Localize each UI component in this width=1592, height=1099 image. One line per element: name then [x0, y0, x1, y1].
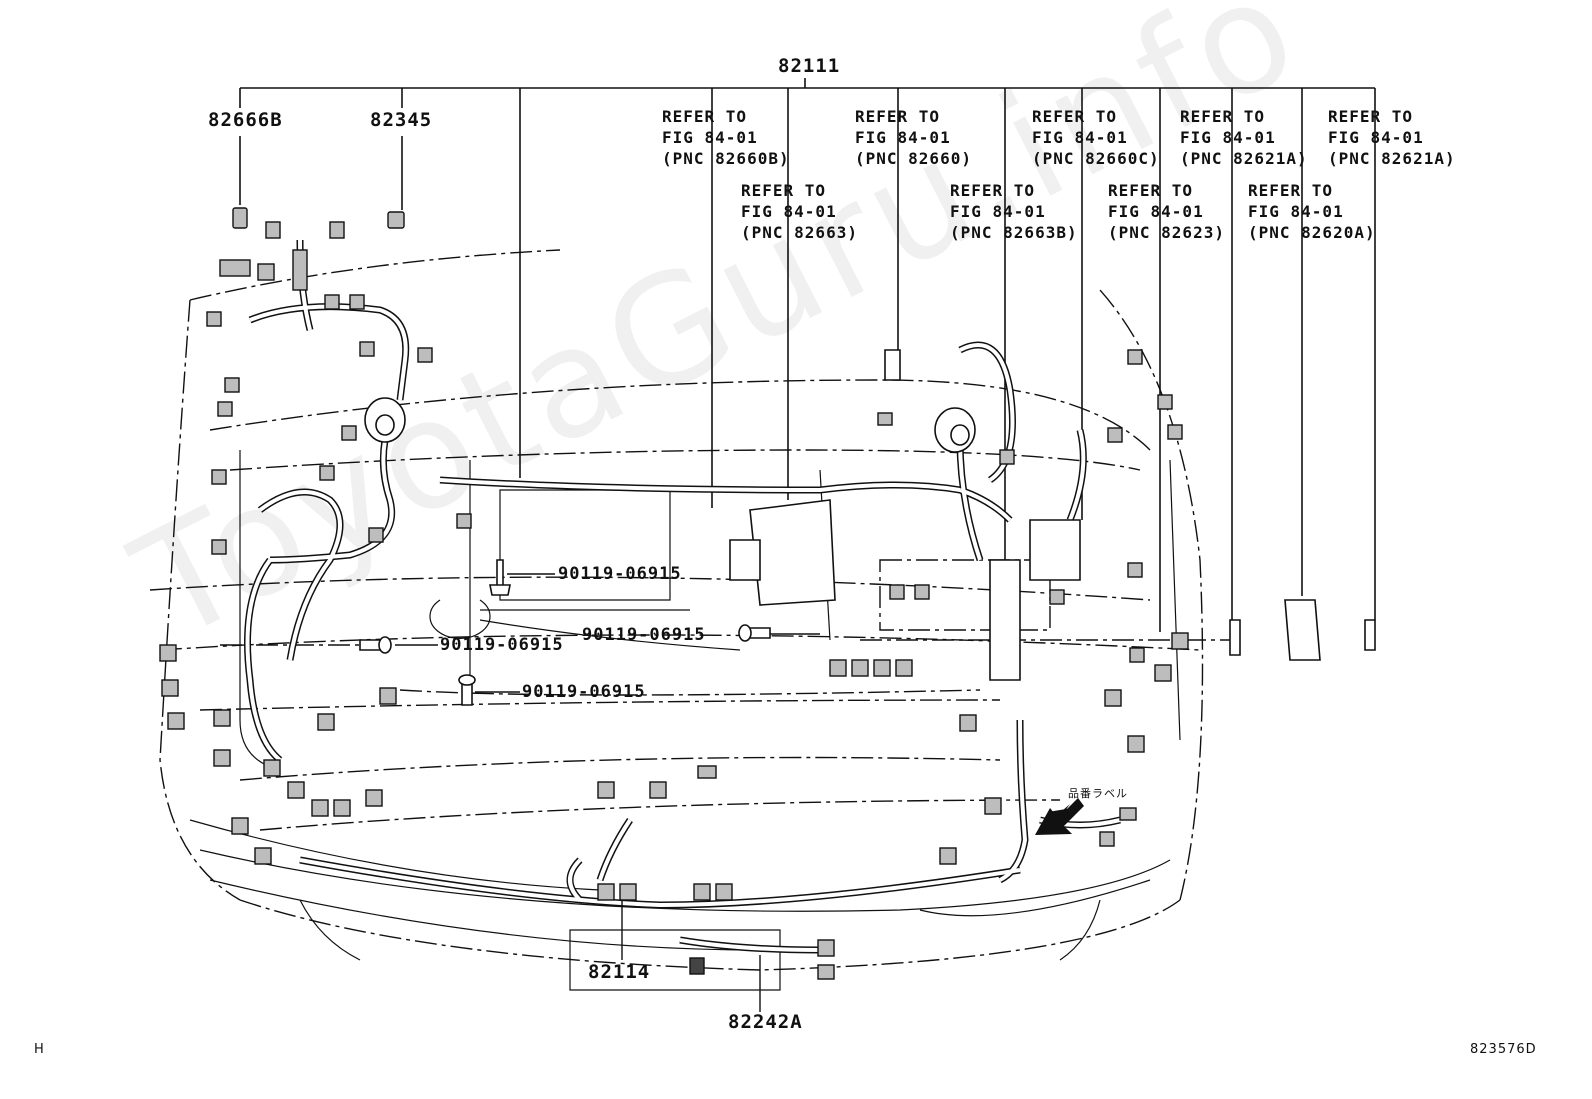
bolt-label-3: 90119-06915: [440, 635, 564, 655]
bolt-label-1: 90119-06915: [558, 564, 682, 584]
refer-note-82663b: REFER TO FIG 84-01 (PNC 82663B): [950, 181, 1078, 242]
arrow-indicator: [1035, 798, 1084, 835]
refer-note-82660b: REFER TO FIG 84-01 (PNC 82660B): [662, 107, 790, 168]
refer-note-82621a-left: REFER TO FIG 84-01 (PNC 82621A): [1180, 107, 1308, 168]
bolt-label-2: 90119-06915: [582, 625, 706, 645]
part-number-label-note: 品番ラベル: [1068, 787, 1128, 800]
refer-note-82663: REFER TO FIG 84-01 (PNC 82663): [741, 181, 858, 242]
refer-note-82621a-right: REFER TO FIG 84-01 (PNC 82621A): [1328, 107, 1456, 168]
part-number-82114: 82114: [588, 961, 651, 983]
corner-code-left: H: [34, 1042, 45, 1057]
refer-note-82620a: REFER TO FIG 84-01 (PNC 82620A): [1248, 181, 1376, 242]
refer-note-82623: REFER TO FIG 84-01 (PNC 82623): [1108, 181, 1225, 242]
bolt-label-4: 90119-06915: [522, 682, 646, 702]
part-number-82666b: 82666B: [208, 109, 283, 131]
refer-note-82660c: REFER TO FIG 84-01 (PNC 82660C): [1032, 107, 1160, 168]
part-number-82345: 82345: [370, 109, 433, 131]
part-number-82242a: 82242A: [728, 1011, 803, 1033]
part-number-82111: 82111: [778, 55, 841, 77]
illustration-number: 823576D: [1470, 1042, 1537, 1057]
refer-note-82660: REFER TO FIG 84-01 (PNC 82660): [855, 107, 972, 168]
